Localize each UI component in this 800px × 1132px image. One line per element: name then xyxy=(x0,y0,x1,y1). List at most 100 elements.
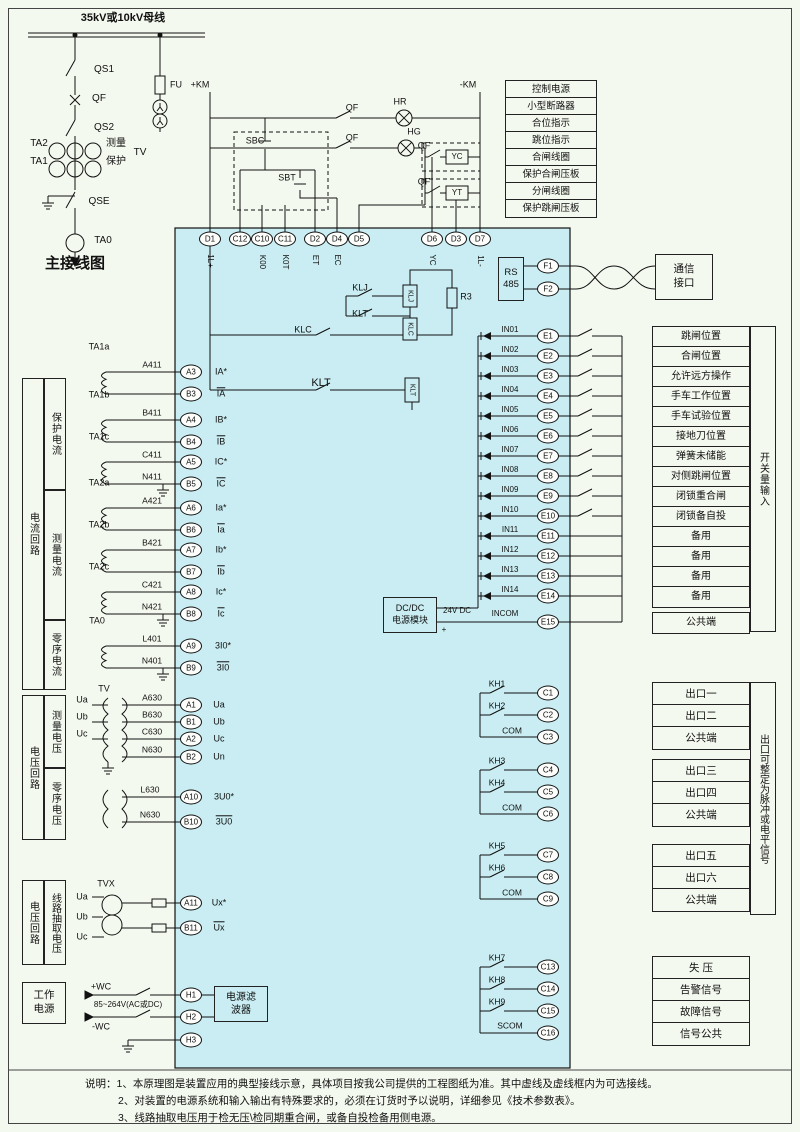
ct-zeroseq-label: 零序电流 xyxy=(44,620,66,690)
terminal-D4: D4 xyxy=(326,231,348,247)
di-legend-row: 手车试验位置 xyxy=(653,407,749,427)
terminal-C13: C13 xyxy=(537,959,559,975)
terminal-B3: B3 xyxy=(180,386,202,402)
note-line-1: 说明：1、本原理图是装置应用的典型接线示意，具体项目按我公司提供的工程图纸为准。… xyxy=(85,1078,658,1090)
klc-coil-label: KLC xyxy=(406,322,414,336)
terminal-E7: E7 xyxy=(537,448,559,464)
in-label: IN04 xyxy=(501,384,519,394)
terminal-C5: C5 xyxy=(537,784,559,800)
di-legend-row: 备用 xyxy=(691,591,711,602)
terminal-D6: D6 xyxy=(421,231,443,247)
phase-label: Ua xyxy=(76,891,88,902)
in-label: IN08 xyxy=(501,464,519,474)
tv-label: TV xyxy=(98,683,110,694)
kh-label: KH1 xyxy=(488,678,506,689)
in-label: IN09 xyxy=(501,484,519,494)
terminal-E10: E10 xyxy=(537,508,559,524)
out-legend-row: 公共端 xyxy=(685,732,717,744)
out-legend-row: 出口三 xyxy=(653,760,749,782)
terminal-B5: B5 xyxy=(180,476,202,492)
comm-port-box: 通信接口 xyxy=(655,254,713,300)
lv-extract-label: 线路抽取电压 xyxy=(44,880,66,965)
signal-label: Ic xyxy=(217,608,225,619)
terminal-A9: A9 xyxy=(180,638,202,654)
terminal-A8: A8 xyxy=(180,584,202,600)
km-plus-label: +KM xyxy=(190,79,210,90)
di-legend-row: 接地刀位置 xyxy=(653,427,749,447)
yt-coil-icon xyxy=(445,185,469,201)
terminal-C11: C11 xyxy=(274,231,296,247)
klt-label: KLT xyxy=(311,377,331,390)
terminal-E9: E9 xyxy=(537,488,559,504)
klj-coil-icon xyxy=(402,284,418,308)
wire-label: A630 xyxy=(142,692,162,703)
klj-contact-label: KLJ xyxy=(352,282,368,293)
kh-label: KH6 xyxy=(488,862,506,873)
vt-winding-icons xyxy=(102,697,128,829)
klt-coil-icon xyxy=(404,377,420,403)
klt-coil-label: KLT xyxy=(408,383,416,397)
terminal-C1: C1 xyxy=(537,685,559,701)
out-legend-row: 公共端 xyxy=(685,894,717,906)
signal-label: Ib* xyxy=(215,544,227,555)
qf-label: QF xyxy=(92,92,106,104)
com-label: COM xyxy=(502,725,522,736)
di-common-box: 公共端 xyxy=(652,612,750,634)
terminal-C14: C14 xyxy=(537,981,559,997)
wire-label: N411 xyxy=(142,471,162,482)
in-label: IN05 xyxy=(501,404,519,414)
signal-label: Ia* xyxy=(215,502,227,513)
terminal-F1: F1 xyxy=(537,258,559,274)
qf-contact1-label: QF xyxy=(345,102,359,113)
terminal-A2: A2 xyxy=(180,731,202,747)
legend-row: 跳位指示 xyxy=(506,132,596,149)
in-label: IN13 xyxy=(501,564,519,574)
out-legend-row: 公共端 xyxy=(685,809,717,821)
in-label: IN03 xyxy=(501,364,519,374)
page-frame xyxy=(8,8,792,1124)
ta-label: TA1a xyxy=(88,341,110,352)
wire-mark-k0t: K0T xyxy=(281,254,291,270)
di-legend-row: 对侧跳闸位置 xyxy=(653,467,749,487)
terminal-E3: E3 xyxy=(537,368,559,384)
l amp-hg-icon xyxy=(397,139,415,157)
terminal-A6: A6 xyxy=(180,500,202,516)
ct-protect-label: 保护电流 xyxy=(44,378,66,490)
out-legend-row: 出口五 xyxy=(653,845,749,867)
terminal-B7: B7 xyxy=(180,564,202,580)
optional-box-yt xyxy=(421,178,481,208)
out-side-note: 出口可整定为脉冲或电平信号 xyxy=(750,682,776,915)
lamp-hr-icon xyxy=(395,109,413,127)
ta-label: TA2c xyxy=(88,561,110,572)
yt-coil-label: YT xyxy=(451,187,463,197)
qf-yt-label: QF xyxy=(417,176,431,187)
vt-group-label: 电压回路 xyxy=(22,695,44,840)
in-label: IN06 xyxy=(501,424,519,434)
di-side-label: 开关量输入 xyxy=(750,326,776,632)
hg-lamp-label: HG xyxy=(407,126,421,137)
di-legend-row: 弹簧未储能 xyxy=(653,447,749,467)
comm-wiring xyxy=(524,265,656,290)
terminal-C12: C12 xyxy=(229,231,251,247)
in-label: IN07 xyxy=(501,444,519,454)
control-legend: 控制电源 小型断路器 合位指示 跳位指示 合闸线圈 保护合闸压板 分闸线圈 保护… xyxy=(505,80,597,218)
out-legend-1: 出口一 出口二 公共端 xyxy=(652,682,750,750)
terminal-E8: E8 xyxy=(537,468,559,484)
tvx-label: TVX xyxy=(97,878,115,889)
incom-label: INCOM xyxy=(491,608,519,618)
terminal-A4: A4 xyxy=(180,412,202,428)
kh-label: KH7 xyxy=(488,952,506,963)
terminal-C2: C2 xyxy=(537,707,559,723)
kh-label: KH9 xyxy=(488,996,506,1007)
qf-contact2-label: QF xyxy=(345,132,359,143)
out-legend-row: 出口四 xyxy=(653,782,749,804)
control-circuit-wiring xyxy=(209,92,481,232)
power-group-label: 工作电源 xyxy=(22,982,66,1024)
phase-label: Uc xyxy=(76,931,88,942)
in-label: IN14 xyxy=(501,584,519,594)
terminal-B10: B10 xyxy=(180,814,202,830)
out-legend-row: 出口六 xyxy=(653,867,749,889)
terminal-E4: E4 xyxy=(537,388,559,404)
dc24v-label: 24V DC xyxy=(442,605,472,615)
signal-label: Ic* xyxy=(215,586,227,597)
